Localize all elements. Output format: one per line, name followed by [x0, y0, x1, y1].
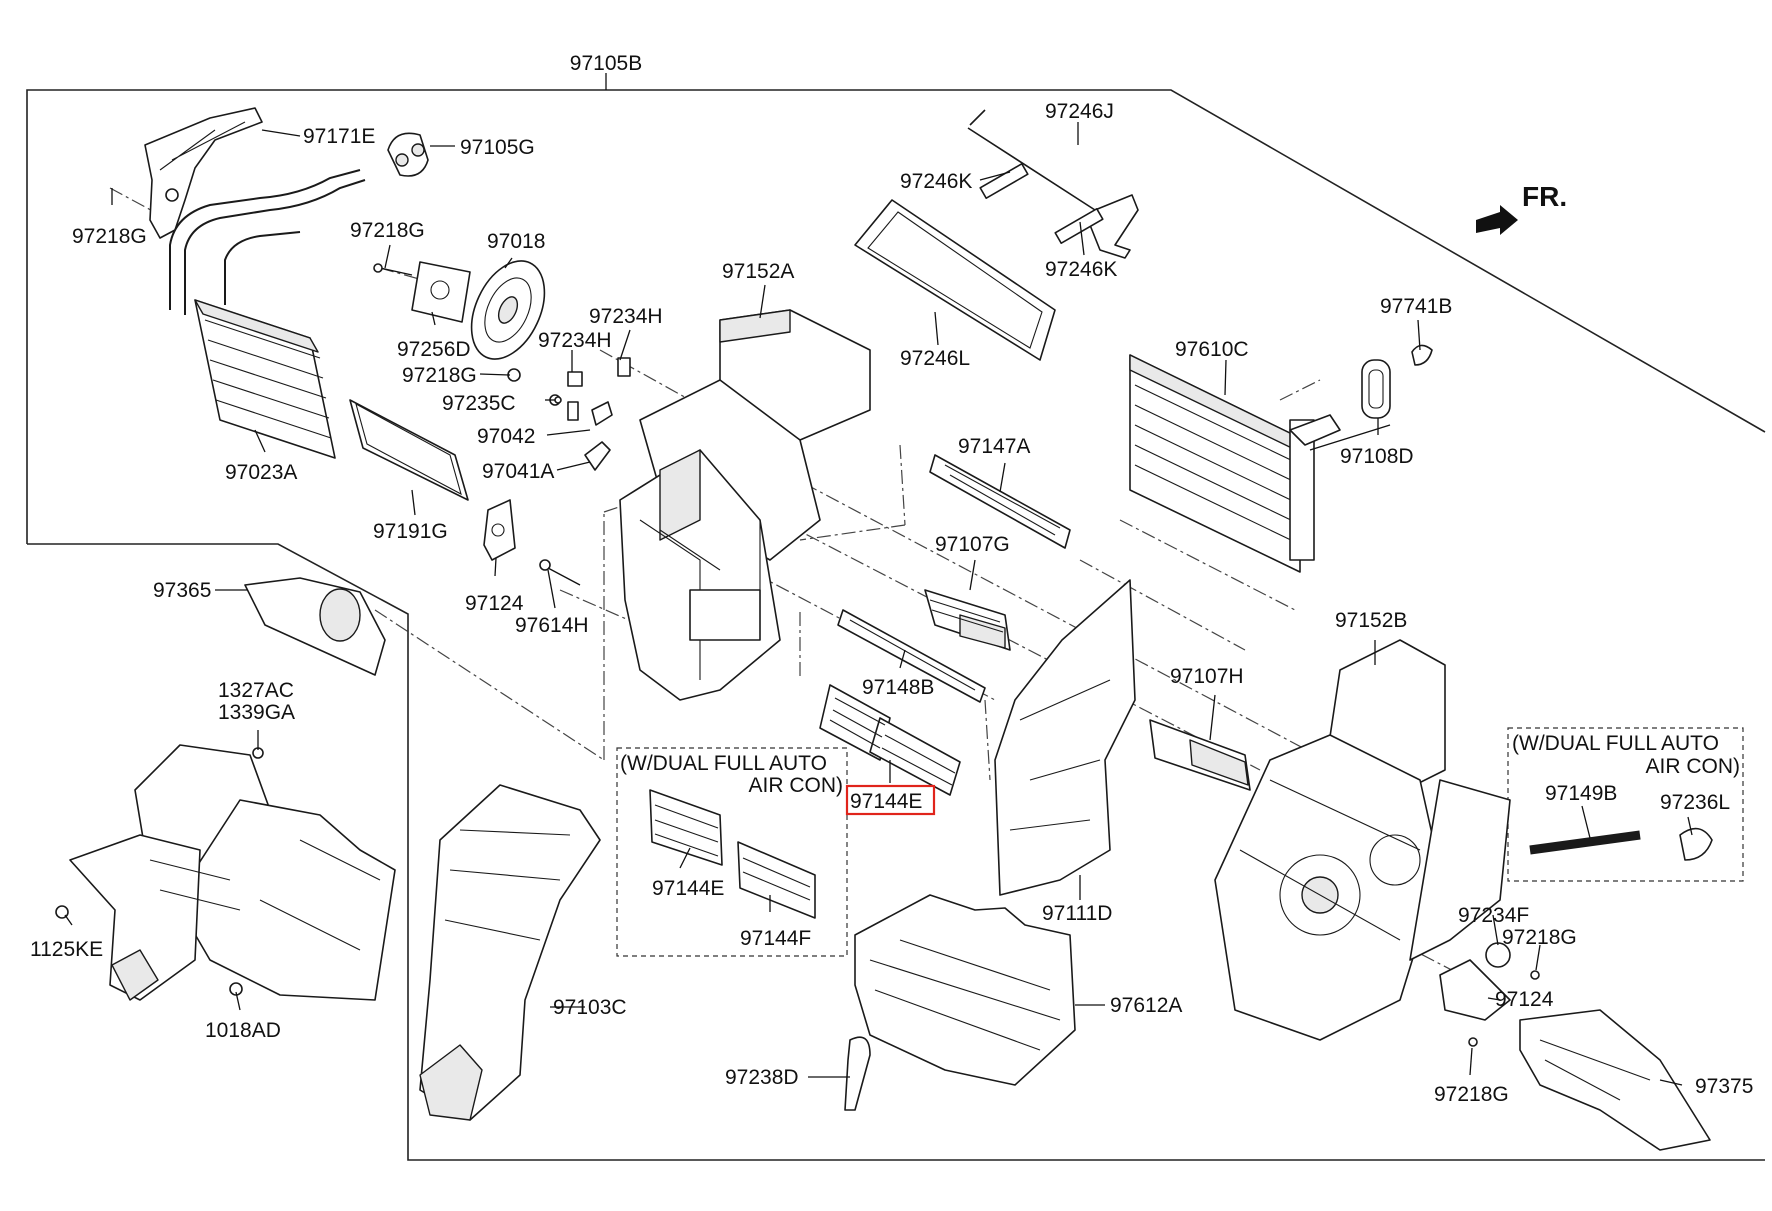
label-97612a: 97612A	[1110, 994, 1182, 1017]
label-97147a: 97147A	[958, 435, 1030, 458]
evaporator-97610c-part	[1129, 354, 1341, 573]
label-97042: 97042	[477, 425, 535, 448]
actuator-97124-right-part	[1439, 942, 1540, 1047]
door-97148b-part	[837, 609, 986, 703]
label-1018ad: 1018AD	[205, 1019, 281, 1042]
label-97152b: 97152B	[1335, 609, 1407, 632]
label-97103c: 97103C	[553, 996, 627, 1019]
hvac-assembly-complete-part	[55, 744, 396, 1001]
label-97235c: 97235C	[442, 392, 516, 415]
note-dual-right-line2: AIR CON)	[1646, 755, 1741, 778]
label-97023a: 97023A	[225, 461, 297, 484]
label-97238d: 97238D	[725, 1066, 799, 1089]
label-97124-b: 97124	[1495, 988, 1554, 1011]
label-1327ac: 1327AC	[218, 679, 294, 702]
duct-97107g-part	[924, 589, 1011, 651]
lower-assembly-frame	[27, 543, 1765, 1161]
door-97144e-main-part	[819, 684, 961, 796]
label-97246j: 97246J	[1045, 100, 1114, 123]
label-97246k-b: 97246K	[1045, 258, 1117, 281]
case-97152a-part	[619, 309, 871, 701]
duct-97375-part	[1519, 1009, 1711, 1151]
small-fasteners-part	[507, 357, 631, 586]
label-97610c: 97610C	[1175, 338, 1249, 361]
label-97218g-d: 97218G	[1502, 926, 1577, 949]
label-97111d: 97111D	[1042, 902, 1112, 925]
gasket-97108d-part	[1361, 344, 1433, 419]
label-97107h: 97107H	[1170, 665, 1244, 688]
assembly-frames	[26, 73, 1766, 1161]
upper-assembly-frame	[26, 89, 1766, 544]
heater-core-97023a-part	[169, 169, 366, 459]
label-97614h: 97614H	[515, 614, 589, 637]
label-97365: 97365	[153, 579, 211, 602]
duct-97103c-part	[419, 784, 601, 1121]
case-97152b-part	[1214, 639, 1511, 1041]
note-dual-center-line1: (W/DUAL FULL AUTO	[620, 752, 827, 775]
label-97018: 97018	[487, 230, 545, 253]
label-97234f: 97234F	[1458, 904, 1529, 927]
label-97246l: 97246L	[900, 347, 970, 370]
label-97256d: 97256D	[397, 338, 471, 361]
part-labels: 97105B 97171E 97105G 97218G 97218G 97018…	[30, 52, 1753, 1106]
label-97144e-opt: 97144E	[652, 877, 724, 900]
label-97105b: 97105B	[570, 52, 642, 75]
label-97218g-b: 97218G	[350, 219, 425, 242]
label-97234h-a: 97234H	[589, 305, 663, 328]
label-97107g: 97107G	[935, 533, 1010, 556]
label-97148b: 97148B	[862, 676, 934, 699]
label-97191g: 97191G	[373, 520, 448, 543]
drain-pan-97612a-part	[844, 894, 1076, 1111]
label-97108d: 97108D	[1340, 445, 1414, 468]
label-97234h-b: 97234H	[538, 329, 612, 352]
motor-97018-part	[470, 260, 546, 360]
label-97144e-main: 97144E	[850, 790, 922, 813]
label-97124-a: 97124	[465, 592, 524, 615]
option-notes: (W/DUAL FULL AUTO AIR CON) (W/DUAL FULL …	[620, 732, 1740, 797]
label-97171e: 97171E	[303, 125, 375, 148]
label-97741b: 97741B	[1380, 295, 1452, 318]
front-marker-label: FR.	[1522, 181, 1567, 212]
partition-97111d-part	[994, 579, 1136, 896]
front-arrow-icon	[1476, 205, 1518, 235]
dual-auto-option-box-right	[1507, 727, 1744, 882]
label-97149b: 97149B	[1545, 782, 1617, 805]
label-97246k-a: 97246K	[900, 170, 972, 193]
filter-97191g-part	[349, 399, 469, 501]
label-97218g-a: 97218G	[72, 225, 147, 248]
door-97144e-optional-part	[649, 789, 723, 866]
actuator-97256d-part	[373, 261, 471, 323]
bracket-97171e-part	[144, 107, 263, 239]
label-97041a: 97041A	[482, 460, 554, 483]
dual-auto-option-box-center	[616, 747, 848, 957]
note-dual-center-line2: AIR CON)	[749, 774, 844, 797]
leader-lines	[64, 122, 1693, 1086]
duct-97107h-part	[1149, 719, 1251, 791]
label-1125ke: 1125KE	[30, 938, 103, 961]
duct-97365-part	[244, 577, 386, 676]
label-1339ga: 1339GA	[218, 701, 295, 724]
label-97375: 97375	[1695, 1075, 1753, 1098]
label-97105g: 97105G	[460, 136, 535, 159]
label-97218g-e: 97218G	[1434, 1083, 1509, 1106]
label-97144f: 97144F	[740, 927, 811, 950]
parts	[55, 107, 1713, 1151]
actuator-97124-left-part	[483, 499, 516, 561]
label-97152a: 97152A	[722, 260, 794, 283]
label-97218g-c: 97218G	[402, 364, 477, 387]
hose-97149b-part	[1529, 827, 1713, 861]
grommet-97105g-part	[387, 132, 429, 177]
door-97144f-part	[737, 841, 816, 919]
label-97236l: 97236L	[1660, 791, 1730, 814]
selected-part-highlight	[845, 784, 936, 816]
door-97147a-part	[929, 454, 1071, 549]
seal-frame-97246-part	[854, 109, 1139, 361]
note-dual-right-line1: (W/DUAL FULL AUTO	[1512, 732, 1719, 755]
